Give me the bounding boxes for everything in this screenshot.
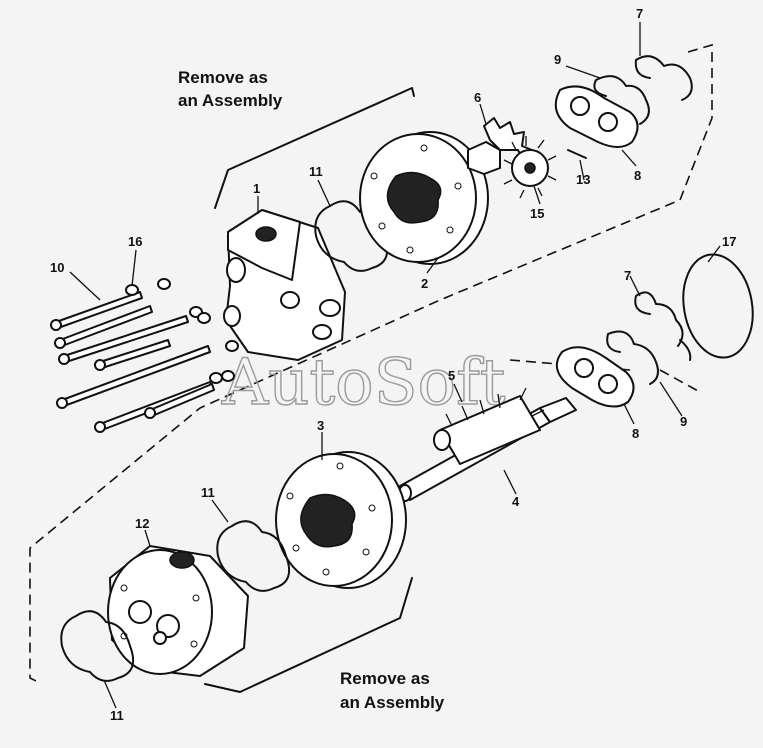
wear-plate-part-8-upper: [554, 85, 639, 148]
callout-4: 4: [512, 494, 520, 509]
seal-part-11-middle: [216, 520, 290, 592]
gear-housing-part-2: [359, 131, 489, 265]
callout-9-lower: 9: [680, 414, 687, 429]
callout-1: 1: [253, 181, 260, 196]
o-ring-part-17: [682, 253, 754, 359]
bolts-part-10: [50, 291, 215, 433]
drive-gear-part-5: [433, 387, 545, 465]
seal-part-11-upper: [314, 200, 388, 272]
callout-15: 15: [530, 206, 544, 221]
gear-part-6: [467, 117, 533, 175]
callout-2: 2: [421, 276, 428, 291]
caption-bottom: Remove as an Assembly: [340, 669, 445, 712]
callout-17: 17: [722, 234, 736, 249]
seal-part-7-upper: [634, 55, 693, 101]
callout-3: 3: [317, 418, 324, 433]
caption-bottom-line-2: an Assembly: [340, 693, 445, 712]
bottom-assembly-bracket: [204, 577, 413, 693]
callout-6: 6: [474, 90, 481, 105]
dowel-part-13: [567, 149, 587, 159]
callout-16: 16: [128, 234, 142, 249]
callout-12: 12: [135, 516, 149, 531]
end-cover-part-12: [107, 545, 249, 677]
callout-11-lower: 11: [110, 708, 124, 723]
wear-plate-part-8-lower: [555, 346, 635, 408]
callout-7-lower: 7: [624, 268, 631, 283]
caption-bottom-line-1: Remove as: [340, 669, 430, 688]
callout-8-lower: 8: [632, 426, 639, 441]
callout-8-upper: 8: [634, 168, 641, 183]
seal-part-7-lower: [634, 291, 692, 361]
watermark: AutoSoft: [221, 346, 506, 420]
washers-part-16: [125, 278, 239, 384]
callout-7-upper: 7: [636, 6, 643, 21]
callout-11-middle: 11: [201, 485, 215, 500]
caption-top-line-1: Remove as: [178, 68, 268, 87]
caption-top: Remove as an Assembly: [178, 68, 283, 110]
callout-11-upper: 11: [309, 164, 323, 179]
seal-part-11-lower: [60, 610, 134, 682]
gear-part-15: [503, 136, 557, 199]
callout-5: 5: [448, 368, 455, 383]
top-assembly-bracket: [214, 87, 415, 209]
callout-13: 13: [576, 172, 590, 187]
seal-part-9-upper: [593, 75, 650, 125]
seal-part-9-lower: [606, 330, 659, 385]
caption-top-line-2: an Assembly: [178, 91, 283, 110]
callout-10: 10: [50, 260, 64, 275]
leader-lines: [69, 22, 721, 709]
callout-9-upper: 9: [554, 52, 561, 67]
callout-labels: 1 2 3 4 5 6 7 7 8 8 9 9 10 11 11 11 12 1…: [50, 6, 736, 723]
pump-body-part-1: [223, 209, 346, 361]
gear-housing-part-3: [275, 451, 407, 589]
